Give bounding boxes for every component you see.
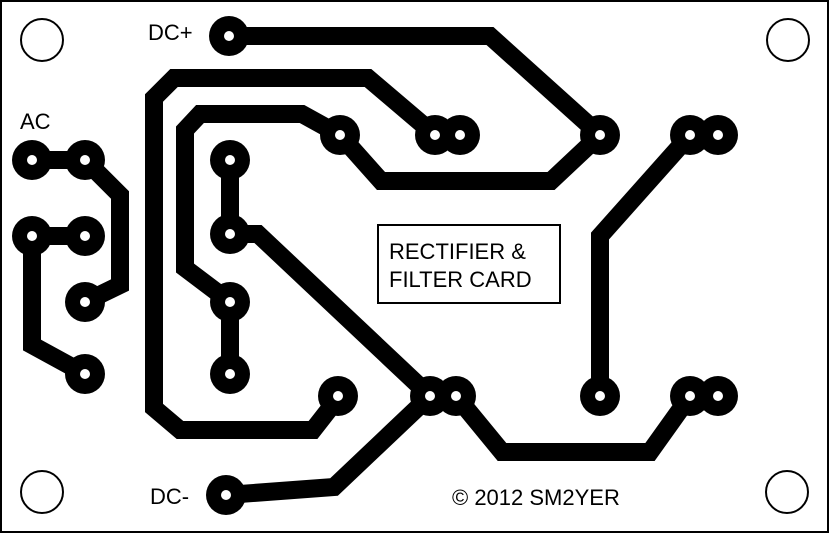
pad-left-2 — [210, 214, 250, 254]
pad-left-1 — [210, 140, 250, 180]
pad-dc-minus — [206, 475, 246, 515]
pad-ac-4 — [65, 216, 105, 256]
trace-outer-loop — [145, 69, 448, 439]
pad-top-right-1 — [670, 115, 710, 155]
pad-ac-6 — [65, 354, 105, 394]
pad-ac-1 — [12, 140, 52, 180]
dc-minus-label: DC- — [150, 484, 190, 509]
pad-dc-plus — [209, 16, 249, 56]
trace-inner-loop — [176, 105, 353, 315]
trace-ac-lower — [23, 227, 98, 387]
mounting-hole-top-left — [20, 18, 64, 62]
trace-dc-plus — [220, 27, 613, 148]
trace-right-vertical — [591, 122, 703, 405]
pad-bottom-right-1 — [670, 376, 710, 416]
pad-bridge-2 — [436, 376, 476, 416]
ac-label: AC — [20, 109, 51, 134]
pad-ac-3 — [12, 216, 52, 256]
copyright-label: © 2012 SM2YER — [452, 485, 620, 510]
pad-ac-5 — [65, 282, 105, 322]
pad-mid-1 — [320, 115, 360, 155]
pad-upper-right — [580, 115, 620, 155]
pad-left-4 — [210, 354, 250, 394]
mounting-hole-bottom-left — [20, 470, 64, 514]
mounting-hole-top-right — [766, 18, 810, 62]
title-line-2: FILTER CARD — [389, 267, 532, 292]
mounting-hole-bottom-right — [765, 470, 809, 514]
mounting-holes — [20, 18, 810, 514]
title-box: RECTIFIER & FILTER CARD — [377, 224, 561, 304]
trace-bottom-right — [443, 383, 703, 461]
trace-upper-link — [327, 122, 613, 190]
solder-pads — [12, 16, 738, 515]
pad-top-right-2 — [698, 115, 738, 155]
pad-ac-2 — [65, 140, 105, 180]
trace-dc-minus — [216, 383, 443, 505]
dc-plus-label: DC+ — [148, 20, 193, 45]
copper-traces — [23, 27, 727, 505]
pad-cap-2 — [440, 115, 480, 155]
pad-right-lower — [580, 376, 620, 416]
pad-left-3 — [210, 282, 250, 322]
pad-mid-lower — [318, 376, 358, 416]
title-line-1: RECTIFIER & — [389, 239, 526, 264]
pad-bottom-right-2 — [698, 376, 738, 416]
